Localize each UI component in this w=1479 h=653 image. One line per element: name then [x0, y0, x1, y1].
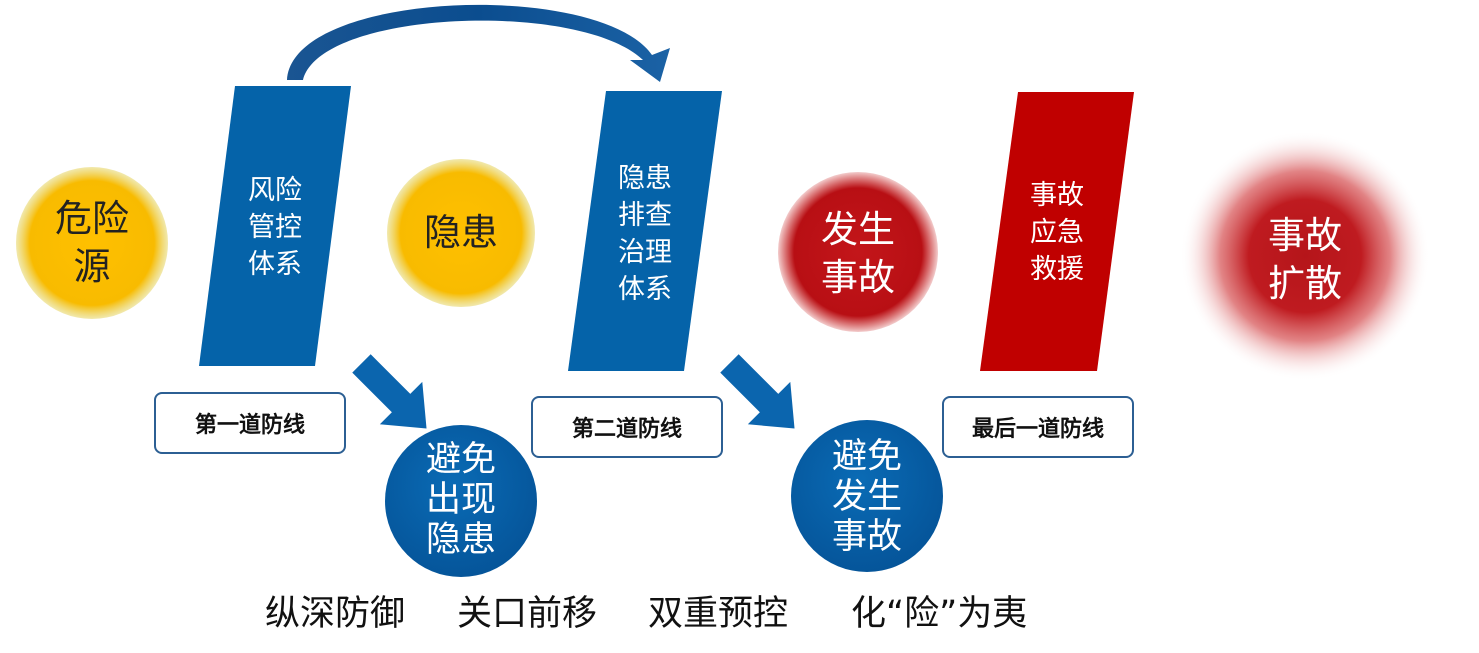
second-defense-line-box: 第二道防线 — [531, 396, 723, 458]
hazard-governance-label: 隐患 排查 治理 体系 — [618, 163, 672, 305]
emergency-rescue-label: 事故 应急 救援 — [1030, 180, 1084, 285]
hazard-governance-panel — [568, 91, 722, 371]
avoid-accidents-label: 避免 发生 事故 — [831, 437, 902, 557]
avoid-hazards-node — [385, 425, 537, 577]
avoid-accidents-node — [791, 420, 943, 572]
hazard-source-label: 危险 源 — [55, 197, 129, 288]
emergency-rescue-panel — [980, 92, 1134, 371]
hazard-source-node — [16, 167, 168, 319]
avoid-hazards-label: 避免 出现 隐患 — [425, 440, 496, 560]
slogan-dual-control: 双重预控 — [648, 594, 789, 634]
accident-occurs-label: 发生 事故 — [821, 208, 895, 299]
slogan-turn-danger-safe: 化“险”为夷 — [851, 594, 1028, 634]
risk-control-panel — [199, 86, 351, 366]
risk-control-label: 风险 管控 体系 — [248, 175, 302, 280]
accident-spread-node — [1180, 131, 1430, 381]
hidden-danger-node — [387, 159, 535, 307]
slogan-move-forward: 关口前移 — [457, 594, 598, 634]
accident-spread-label: 事故 扩散 — [1268, 214, 1342, 305]
curved-arrow-icon — [287, 4, 670, 82]
last-defense-line-box: 最后一道防线 — [942, 396, 1134, 458]
accident-occurs-node — [778, 172, 938, 332]
hidden-danger-label: 隐患 — [424, 211, 498, 254]
first-defense-line-box: 第一道防线 — [154, 392, 346, 454]
slogan-defense-in-depth: 纵深防御 — [265, 594, 406, 634]
diagonal-arrow-icon — [352, 354, 427, 429]
diagonal-arrow-icon — [720, 354, 795, 429]
